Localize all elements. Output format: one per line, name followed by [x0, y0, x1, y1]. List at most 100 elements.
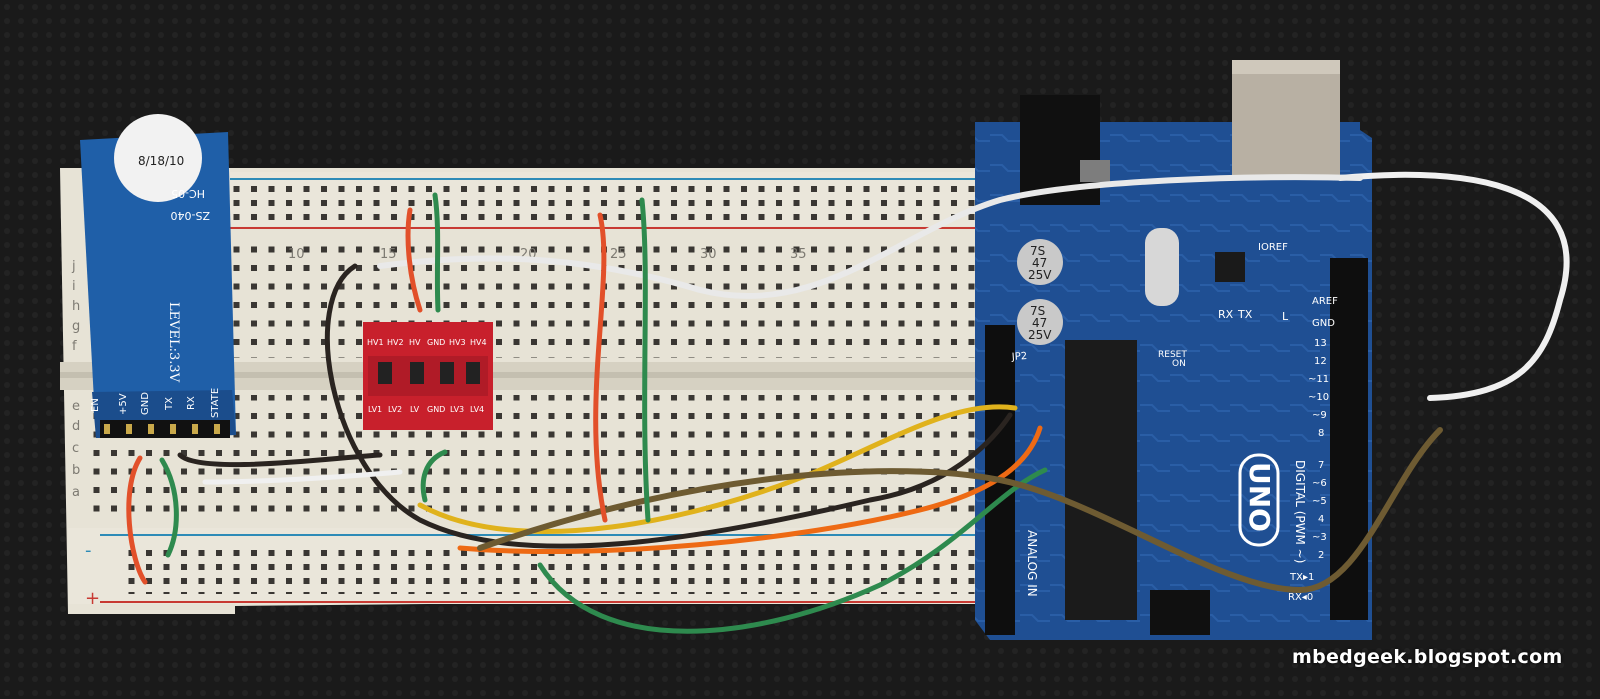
cap2-text-1: 7S [1030, 304, 1045, 318]
rail-plus-label: + [85, 588, 100, 609]
pin-12-label: 12 [1314, 356, 1327, 367]
hv-label: HV [409, 338, 421, 347]
wire-green-arc [537, 467, 1048, 634]
analog-in-label: ANALOG IN [1025, 530, 1039, 597]
rx-led-label: RX [1218, 308, 1234, 321]
pin-13-label: 13 [1314, 338, 1327, 349]
pin-2-label: 2 [1318, 550, 1324, 561]
watermark-text: mbedgeek.blogspot.com [1292, 646, 1563, 668]
crystal [1145, 228, 1179, 306]
row-letter-c: c [72, 441, 79, 456]
usb-connector [1232, 60, 1340, 180]
wire-red-left [126, 455, 148, 585]
level-text: LEVEL:3.3V [166, 302, 181, 383]
level-shifter-text: HV1 HV2 HV GND HV3 HV4 LV1 LV2 LV GND LV… [367, 338, 487, 414]
chip-code: ZS-040 [171, 209, 210, 222]
uno-logo-text: UNO [1243, 462, 1276, 532]
pin-5-label: ~5 [1312, 496, 1327, 507]
breadboard-labels: 10 15 20 25 30 35 j i h g f e d c b a - … [71, 247, 807, 609]
lv4-label: LV4 [470, 405, 484, 414]
wire-white-long [377, 174, 1363, 299]
hv3-label: HV3 [449, 338, 466, 347]
gnd-label: GND [1312, 318, 1335, 329]
pin-8-label: 8 [1318, 428, 1324, 439]
bluetooth-module-text: 8/18/10 HC-05 ZS-040 LEVEL:3.3V EN +5V G… [90, 154, 221, 418]
cap2-text-2: 47 [1032, 316, 1047, 330]
logic-level-shifter [363, 322, 493, 430]
pin-10-label: ~10 [1308, 392, 1329, 403]
wire-red-mid [593, 212, 608, 523]
atmega-chip [1065, 340, 1137, 620]
arduino-silkscreen: 7S 47 25V 7S 47 25V IOREF RX TX L RESET … [1010, 242, 1338, 603]
digital-pwm-label: DIGITAL (PWM ~) [1293, 460, 1307, 563]
row-letter-h: h [72, 299, 80, 314]
hv1-label: HV1 [367, 338, 384, 347]
wire-orange [457, 425, 1043, 555]
lv3-label: LV3 [450, 405, 464, 414]
aref-label: AREF [1312, 296, 1338, 307]
wire-brown [477, 427, 1443, 594]
wire-usb-white [1337, 171, 1570, 401]
wire-white-left [202, 469, 403, 485]
wire-green-short [420, 449, 448, 503]
pin-label-state: STATE [210, 388, 221, 418]
pin-label-5v: +5V [118, 393, 129, 415]
hv2-label: HV2 [387, 338, 404, 347]
wire-green-left [159, 457, 179, 558]
reset-button [1080, 160, 1110, 182]
col-number-30: 30 [700, 247, 717, 262]
row-letter-d: d [72, 419, 80, 434]
col-number-10: 10 [288, 247, 305, 262]
pin-6-label: ~6 [1312, 478, 1327, 489]
capacitor-2 [1017, 299, 1063, 345]
l-led-label: L [1282, 310, 1289, 323]
sticker-date: 8/18/10 [138, 154, 184, 168]
row-letter-i: i [72, 279, 76, 294]
wire-green-top-1 [432, 192, 441, 313]
pin-11-label: ~11 [1308, 374, 1329, 385]
hv4-label: HV4 [470, 338, 487, 347]
capacitor-1 [1017, 239, 1063, 285]
lv-label: LV [410, 405, 420, 414]
usb-chip [1215, 252, 1245, 282]
lv1-label: LV1 [368, 405, 382, 414]
pin-label-gnd: GND [140, 392, 151, 415]
pin-9-label: ~9 [1312, 410, 1327, 421]
wire-dark-left [177, 452, 383, 468]
icsp-header [1150, 590, 1210, 635]
cap-text-2: 47 [1032, 256, 1047, 270]
cap-text-1: 7S [1030, 244, 1045, 258]
pin-label-tx: TX [164, 397, 175, 411]
pin-label-rx: RX [186, 396, 197, 410]
date-sticker [114, 114, 202, 202]
col-number-15: 15 [380, 247, 397, 262]
tx-led-label: TX [1237, 308, 1253, 321]
col-number-25: 25 [610, 247, 627, 262]
row-letter-b: b [72, 463, 80, 478]
gnd-top-label: GND [427, 338, 445, 347]
on-label: ON [1172, 359, 1186, 369]
pin-4-label: 4 [1318, 514, 1324, 525]
wire-red-top-1 [405, 207, 423, 313]
bluetooth-module [80, 114, 236, 438]
gnd-bottom-label: GND [427, 405, 445, 414]
board-code: HC-05 [171, 187, 205, 200]
row-letter-g: g [72, 319, 80, 334]
pin-0-label: RX◂0 [1288, 592, 1313, 603]
wire-green-mid [639, 197, 651, 523]
pin-1-label: TX▸1 [1289, 572, 1314, 583]
uno-logo: UNO [1238, 453, 1280, 547]
ioref-label: JP2 [1010, 351, 1027, 363]
wires [126, 171, 1570, 634]
cap2-text-3: 25V [1028, 328, 1052, 342]
wire-yellow [417, 404, 1018, 534]
row-letter-j: j [71, 259, 76, 274]
pin-3-label: ~3 [1312, 532, 1327, 543]
reset-label: RESET [1158, 350, 1187, 360]
pin-7-label: 7 [1318, 460, 1324, 471]
rail-minus-label: - [85, 540, 92, 561]
row-letter-e: e [72, 399, 80, 414]
cap-text-3: 25V [1028, 268, 1052, 282]
pin-label-en: EN [90, 398, 101, 412]
row-letter-f: f [72, 339, 77, 354]
